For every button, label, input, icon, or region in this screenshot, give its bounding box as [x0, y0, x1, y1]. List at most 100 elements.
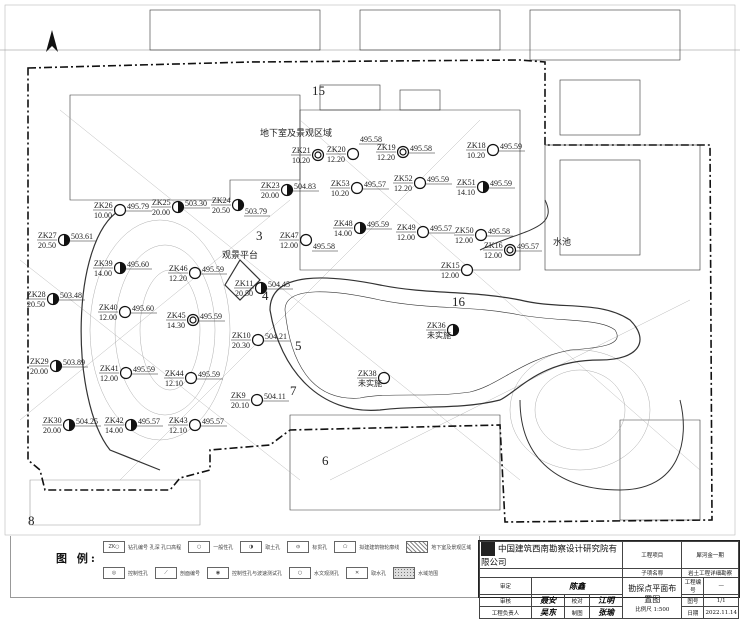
borehole-id: ZK36 — [427, 321, 446, 330]
legend-label: 水域范围 — [418, 570, 439, 577]
borehole-id: ZK18 — [467, 141, 486, 150]
drawing-title-cell: 勘探点平面布置图比例尺 1:500 — [622, 577, 683, 619]
borehole-depth: 12.00 — [397, 233, 415, 242]
borehole-depth: 20.50 — [38, 241, 56, 250]
wave-velocity-borehole-icon: ◉ — [207, 567, 230, 579]
borehole-id: ZK16 — [484, 241, 503, 250]
general-borehole-icon — [299, 233, 313, 247]
borehole-depth: 20.00 — [261, 191, 279, 200]
legend-item: ◎控制性孔 — [103, 567, 148, 579]
borehole-id: ZK39 — [94, 259, 113, 268]
hydro-observation-borehole-icon: ○ — [289, 567, 312, 579]
borehole-depth: 12.00 — [99, 313, 117, 322]
building-outline-icon: ⬠ — [334, 541, 357, 553]
half-fill-icon — [131, 419, 137, 431]
legend-row: ZK○钻孔编号 孔深 孔口高程○一般性孔◑取土孔⦶标贯孔⬠拟建建筑物轮廓线地下室… — [103, 541, 475, 553]
project-label: 工程项目 — [622, 541, 683, 569]
section-line-icon: ⟋ — [155, 567, 178, 579]
legend-item: ✕取水孔 — [346, 567, 386, 579]
legend-label: 地下室及景观区域 — [431, 544, 472, 551]
borehole-id: ZK40 — [99, 303, 118, 312]
half-fill-icon — [261, 282, 267, 294]
legend-label: 取水孔 — [371, 570, 387, 577]
borehole-elevation: 495.59 — [202, 265, 224, 274]
north-arrow-icon — [46, 30, 58, 52]
borehole-elevation: 495.59 — [367, 220, 389, 229]
borehole-id: ZK19 — [377, 143, 396, 152]
borehole-depth: 14.00 — [94, 269, 112, 278]
borehole-elevation: 495.59 — [490, 179, 512, 188]
borehole-depth: 12.20 — [169, 274, 187, 283]
section-number: 4 — [262, 288, 269, 303]
borehole-label-format-icon: ZK○ — [103, 541, 125, 553]
water-area-pattern-icon — [393, 567, 416, 579]
half-fill-icon — [64, 234, 70, 246]
borehole-elevation: 495.60 — [127, 260, 149, 269]
project-name: 犀河金一期 — [681, 541, 739, 569]
borehole-id: ZK43 — [169, 416, 188, 425]
legend-row: ◎控制性孔⟋剖面编号◉控制性孔与波速测试孔○水文观测孔✕取水孔水域范围 — [103, 567, 475, 579]
role-lead: 工程负责人 — [479, 606, 532, 619]
legend-item: ○一般性孔 — [188, 541, 233, 553]
borehole-elevation: 495.57 — [202, 417, 224, 426]
borehole-depth: 14.00 — [105, 426, 123, 435]
legend-label: 一般性孔 — [213, 544, 234, 551]
borehole-depth: 12.20 — [327, 155, 345, 164]
legend-label: 控制性孔 — [128, 570, 149, 577]
borehole-elevation: 495.59 — [133, 365, 155, 374]
borehole-elevation: 495.57 — [430, 224, 452, 233]
borehole-id: ZK20 — [327, 145, 346, 154]
half-fill-icon — [69, 419, 75, 431]
legend-items: ZK○钻孔编号 孔深 孔口高程○一般性孔◑取土孔⦶标贯孔⬠拟建建筑物轮廓线地下室… — [103, 541, 475, 579]
general-borehole-icon — [118, 305, 132, 319]
borehole-depth: 20.10 — [231, 401, 249, 410]
control-borehole-icon: ◎ — [103, 567, 125, 579]
borehole-elevation: 503.89 — [63, 358, 85, 367]
control-borehole-icon — [311, 148, 325, 162]
borehole-depth: 14.00 — [334, 229, 352, 238]
borehole-id: ZK44 — [165, 369, 184, 378]
borehole-elevation: 503.79 — [245, 207, 267, 216]
borehole-id: ZK29 — [30, 357, 49, 366]
legend-item: ◑取土孔 — [240, 541, 280, 553]
borehole-depth: 12.20 — [377, 153, 395, 162]
borehole-id: ZK51 — [457, 178, 476, 187]
section-number: 5 — [295, 338, 302, 353]
borehole-depth: 20.50 — [235, 289, 253, 298]
